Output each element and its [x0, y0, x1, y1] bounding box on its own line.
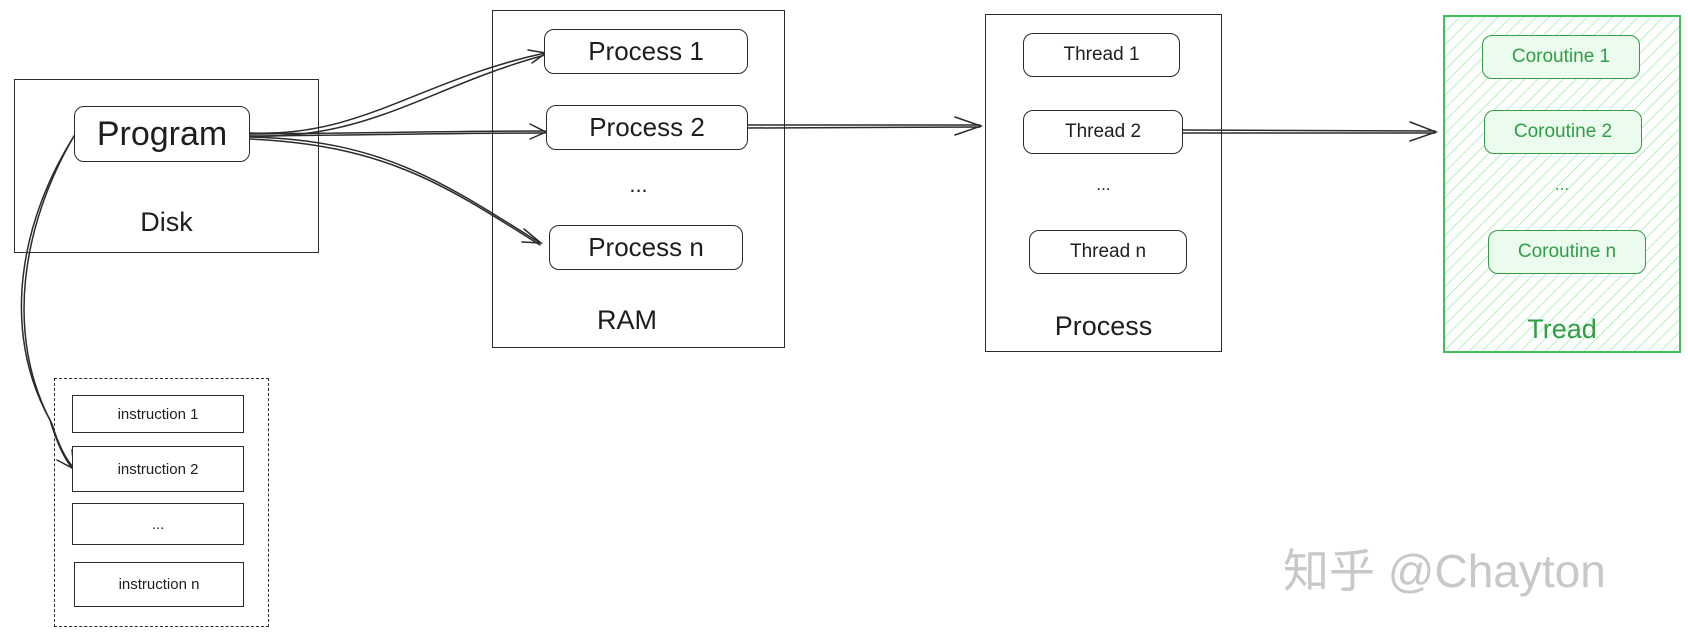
instruction-item[interactable]: instruction 1 — [72, 395, 244, 433]
arrow-program-process-1-stroke2 — [249, 54, 546, 137]
thread-item[interactable]: Thread 1 — [1023, 33, 1180, 77]
coroutine-item[interactable]: Coroutine n — [1488, 230, 1646, 274]
thread-item[interactable]: Thread n — [1029, 230, 1187, 274]
process-label: Process — [1054, 311, 1153, 341]
arrow-process-2-to-process-stroke2 — [747, 126, 981, 129]
program-node[interactable]: Program — [74, 106, 250, 162]
instruction-item[interactable]: ... — [72, 503, 244, 545]
watermark: 知乎 @Chayton — [1283, 545, 1606, 597]
disk-box — [14, 79, 319, 253]
process-item[interactable]: Process n — [549, 225, 743, 270]
arrow-program-process-n — [249, 136, 541, 244]
arrowhead-process — [954, 116, 984, 136]
thread-item[interactable]: Thread 2 — [1023, 110, 1183, 154]
arrow-thread-2-to-thread — [1182, 129, 1436, 132]
process-item[interactable]: Process 1 — [544, 29, 748, 74]
disk-label: Disk — [140, 207, 193, 237]
process-box — [985, 14, 1222, 352]
thread-box — [1443, 15, 1681, 353]
arrow-program-instructions-stroke2 — [23, 135, 75, 469]
process-ellipsis: ... — [629, 172, 648, 197]
instructions-box — [54, 378, 269, 627]
arrow-program-process-2 — [249, 130, 546, 135]
arrowhead-process-n — [521, 228, 544, 244]
coroutine-ellipsis: ... — [1554, 175, 1570, 194]
instruction-item[interactable]: instruction 2 — [72, 446, 244, 492]
arrow-program-process-2-stroke2 — [249, 132, 546, 137]
thread-label: Tread — [1527, 314, 1597, 344]
arrow-program-process-1 — [249, 52, 546, 135]
arrow-program-process-n-stroke2 — [249, 138, 541, 246]
ram-box — [492, 10, 785, 348]
instruction-item[interactable]: instruction n — [74, 562, 244, 607]
coroutine-item[interactable]: Coroutine 2 — [1484, 110, 1642, 154]
thread-ellipsis: ... — [1096, 175, 1111, 194]
arrowhead-thread — [1409, 121, 1439, 142]
process-item[interactable]: Process 2 — [546, 105, 748, 150]
ram-label: RAM — [597, 305, 657, 335]
coroutine-item[interactable]: Coroutine 1 — [1482, 35, 1640, 79]
